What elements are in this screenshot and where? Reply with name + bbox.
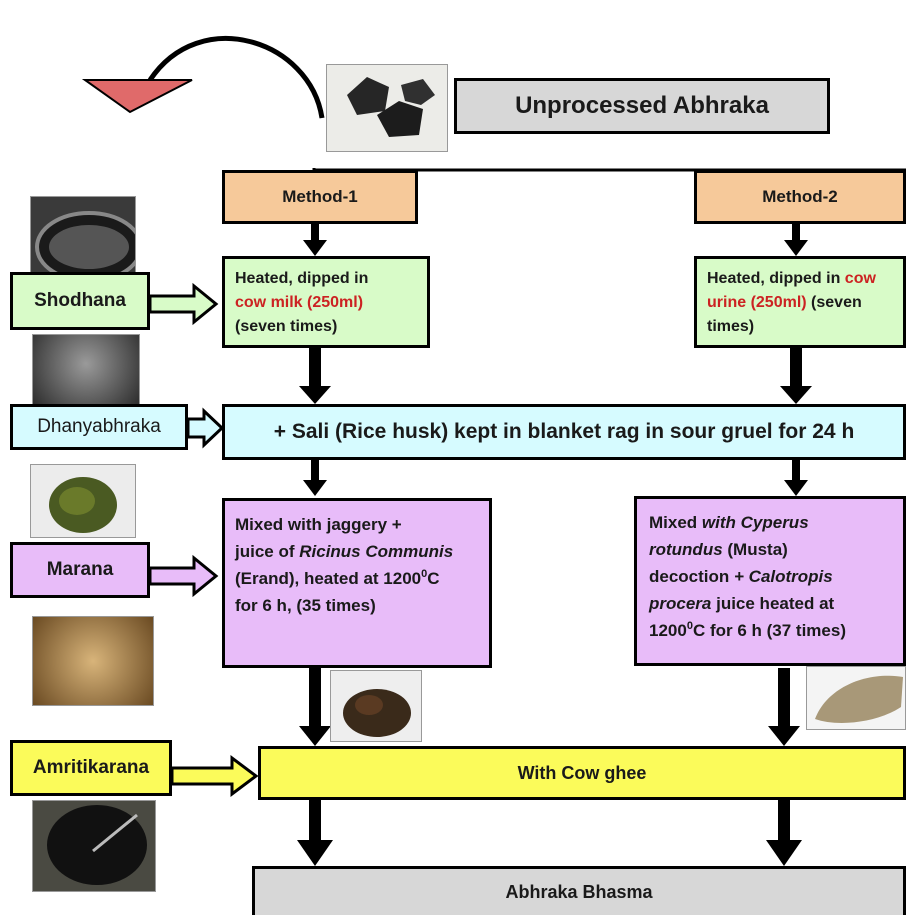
curved-arrow: [147, 36, 325, 119]
photo-marana: [32, 616, 154, 706]
amritikarana-step: With Cow ghee: [258, 746, 906, 800]
photo-shodhana-bottom: [32, 334, 140, 408]
shodhana-method-2-step: Heated, dipped in cow urine (250ml) (sev…: [694, 256, 906, 348]
photo-raw-abhraka: [326, 64, 448, 152]
marana-method-1-step: Mixed with jaggery + juice of Ricinus Co…: [222, 498, 492, 668]
photo-shodhana-top: [30, 196, 136, 274]
photo-dhanyabhraka: [30, 464, 136, 538]
method-1-label: Method-1: [282, 187, 358, 206]
shodhana-method-1-step: Heated, dipped in cow milk (250ml) (seve…: [222, 256, 430, 348]
abhraka-bhasma-box: Abhraka Bhasma: [252, 866, 906, 915]
pointer-triangle-icon: [81, 79, 193, 114]
photo-marana-m2-result: [806, 666, 906, 730]
stage-shodhana: Shodhana: [10, 272, 150, 330]
method-2-box: Method-2: [694, 170, 906, 224]
photo-marana-m1-result: [330, 670, 422, 742]
stage-marana: Marana: [10, 542, 150, 598]
unprocessed-abhraka-box: Unprocessed Abhraka: [454, 78, 830, 134]
stage-dhanyabhraka: Dhanyabhraka: [10, 404, 188, 450]
photo-amritikarana: [32, 800, 156, 892]
dhanyabhraka-step: + Sali (Rice husk) kept in blanket rag i…: [222, 404, 906, 460]
stage-amritikarana: Amritikarana: [10, 740, 172, 796]
method-2-label: Method-2: [762, 187, 838, 206]
marana-method-2-step: Mixed with Cyperus rotundus (Musta) deco…: [634, 496, 906, 666]
method-1-box: Method-1: [222, 170, 418, 224]
title-text: Unprocessed Abhraka: [515, 92, 769, 119]
